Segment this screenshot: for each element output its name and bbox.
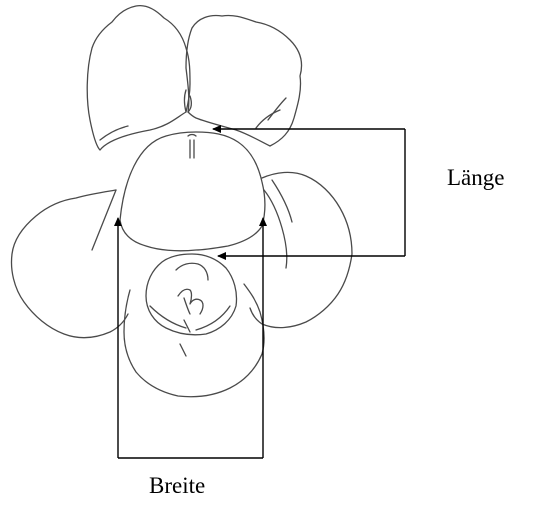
lower-lip-petal	[124, 284, 264, 397]
central-lobe	[120, 132, 265, 251]
upper-left-petal	[87, 6, 190, 150]
flower-outline-icon	[12, 6, 353, 397]
width-label: Breite	[149, 474, 205, 497]
left-wing-petal	[12, 190, 129, 338]
length-label: Länge	[447, 166, 504, 189]
length-measure-bracket	[213, 129, 405, 256]
right-wing-petal	[250, 172, 352, 327]
upper-right-petal	[186, 15, 302, 146]
